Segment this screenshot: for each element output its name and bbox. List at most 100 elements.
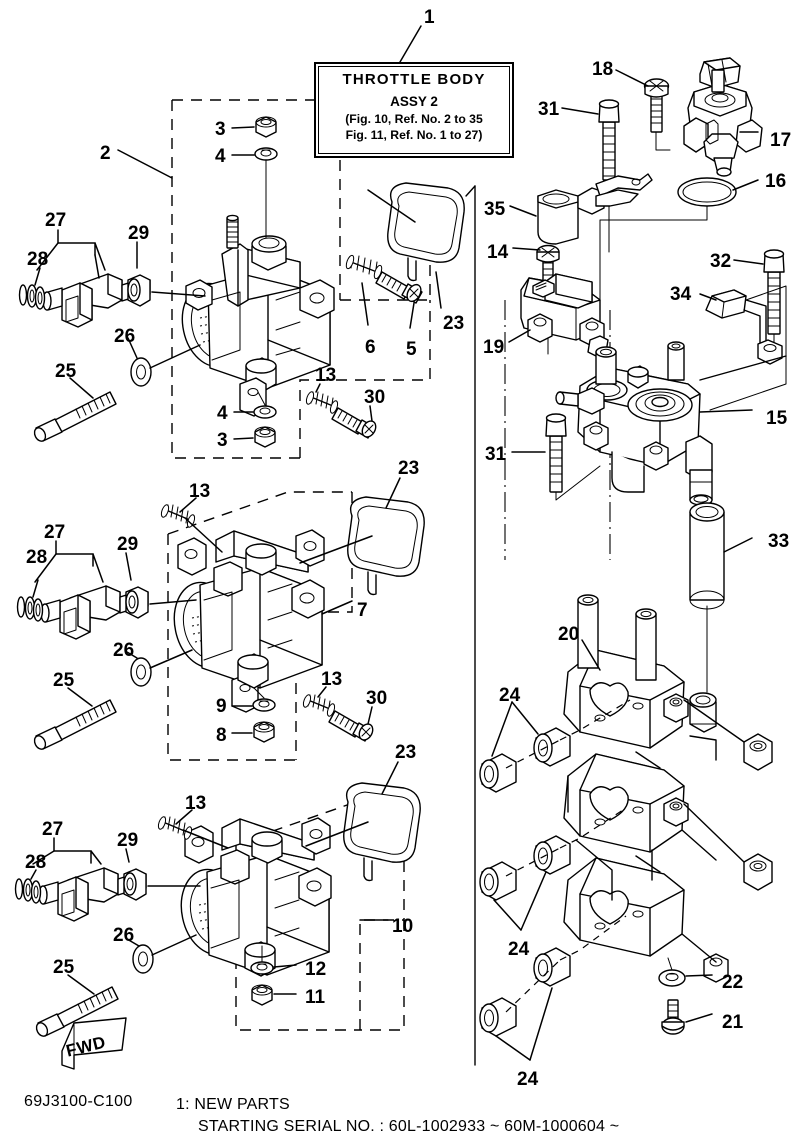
callout-30: 30 [364, 387, 386, 408]
fwd-arrow [61, 1017, 127, 1070]
part-29-seal-lower [123, 848, 201, 901]
callout-10: 10 [392, 916, 414, 937]
callout-13: 13 [185, 793, 207, 814]
part-18-screw [615, 69, 671, 151]
part-34-bracket [699, 285, 787, 411]
part-5-screw-upper [375, 271, 423, 329]
title-line-2: ASSY 2 [390, 94, 438, 109]
callout-4: 4 [217, 403, 228, 424]
callout-31: 31 [485, 444, 507, 465]
part-30-screw-upper [331, 405, 377, 439]
callout-29: 29 [128, 223, 150, 244]
callout-12: 12 [305, 959, 327, 980]
callout-17: 17 [770, 130, 792, 151]
callout-13: 13 [189, 481, 211, 502]
callout-25: 25 [53, 957, 75, 978]
callout-14: 14 [487, 242, 509, 263]
callout-15: 15 [766, 408, 788, 429]
part-23-gasket-middle [299, 477, 425, 596]
part-13-spring-upper [305, 383, 339, 414]
callout-18: 18 [592, 59, 614, 80]
part-30-screw-middle [328, 706, 374, 742]
callout-29: 29 [117, 830, 139, 851]
part-3-nut-upper [231, 116, 277, 138]
callout-28: 28 [27, 249, 49, 270]
part-6-spring-upper [345, 254, 383, 326]
part-21-screw [661, 999, 713, 1035]
callout-27: 27 [42, 819, 64, 840]
callout-31: 31 [538, 99, 560, 120]
part-25-bolt-middle [33, 687, 117, 750]
callout-29: 29 [117, 534, 139, 555]
part-11-nut-lower [251, 984, 297, 1006]
part-26-washer-lower [126, 934, 197, 974]
callout-26: 26 [113, 925, 135, 946]
callout-23: 23 [443, 313, 465, 334]
part-23-gasket-lower [305, 761, 421, 882]
throttle-body-lower [180, 817, 389, 977]
callout-28: 28 [26, 547, 48, 568]
fuel-injector-middle [16, 540, 149, 640]
callout-21: 21 [722, 1012, 744, 1033]
callout-26: 26 [113, 640, 135, 661]
part-20-intake-manifold [563, 594, 773, 983]
part-16-o-ring [599, 177, 759, 301]
callout-8: 8 [216, 725, 227, 746]
part-13-spring-middle-top [160, 497, 223, 553]
part-13-spring-middle-bottom [302, 686, 336, 717]
part-23-gasket-upper [367, 182, 465, 309]
part-26-washer-upper [127, 337, 201, 387]
part-29-seal-middle [125, 552, 197, 619]
callout-3: 3 [217, 430, 228, 451]
callout-13: 13 [321, 669, 343, 690]
callout-24: 24 [508, 939, 530, 960]
callout-27: 27 [45, 210, 67, 231]
drawing-part-number: 69J3100-C100 [24, 1093, 133, 1110]
callout-25: 25 [53, 670, 75, 691]
part-15-silencer-body [555, 341, 753, 506]
callout-28: 28 [25, 852, 47, 873]
assembly-box-upper [171, 99, 431, 459]
callout-23: 23 [398, 458, 420, 479]
callout-22: 22 [722, 972, 744, 993]
part-25-bolt-lower [35, 974, 119, 1037]
note-line-1: 1: NEW PARTS [176, 1096, 290, 1113]
part-8-nut-middle [231, 687, 275, 743]
title-line-4: Fig. 11, Ref. No. 1 to 27) [345, 128, 483, 142]
callout-30: 30 [366, 688, 388, 709]
callout-20: 20 [558, 624, 580, 645]
part-29-seal-upper [127, 241, 206, 307]
part-25-bolt-upper [33, 377, 117, 442]
callout-3: 3 [215, 119, 226, 140]
title-box: THROTTLE BODY ASSY 2 (Fig. 10, Ref. No. … [314, 62, 514, 158]
part-33-tube [689, 502, 753, 693]
callout-26: 26 [114, 326, 136, 347]
callout-1: 1 [424, 7, 435, 28]
callout-16: 16 [765, 171, 787, 192]
callout-13: 13 [315, 365, 337, 386]
part-32-bolt [733, 249, 785, 353]
part-12-washer-lower [250, 945, 297, 975]
callout-4: 4 [215, 146, 226, 167]
throttle-body-middle [173, 529, 353, 713]
callout-24: 24 [499, 685, 521, 706]
callout-11: 11 [305, 987, 326, 1008]
notes-block: 1: NEW PARTS STARTING SERIAL NO. : 60L-1… [176, 1096, 619, 1140]
part-17-isc-valve [683, 57, 763, 177]
callout-19: 19 [483, 337, 505, 358]
throttle-body-upper [181, 214, 335, 417]
part-3-nut-upper-lower [233, 391, 276, 448]
callout-9: 9 [216, 696, 227, 717]
part-26-washer-middle [126, 649, 193, 687]
part-19-tps [508, 273, 609, 357]
callout-2: 2 [100, 143, 111, 164]
callout-35: 35 [484, 199, 506, 220]
part-31-bolt-lower [511, 413, 601, 501]
callout-34: 34 [670, 284, 692, 305]
leader-2 [117, 149, 173, 179]
callout-32: 32 [710, 251, 732, 272]
title-line-3: (Fig. 10, Ref. No. 2 to 35 [345, 112, 483, 126]
part-9-washer-middle [231, 698, 276, 712]
part-4-washer-upper [231, 147, 278, 239]
